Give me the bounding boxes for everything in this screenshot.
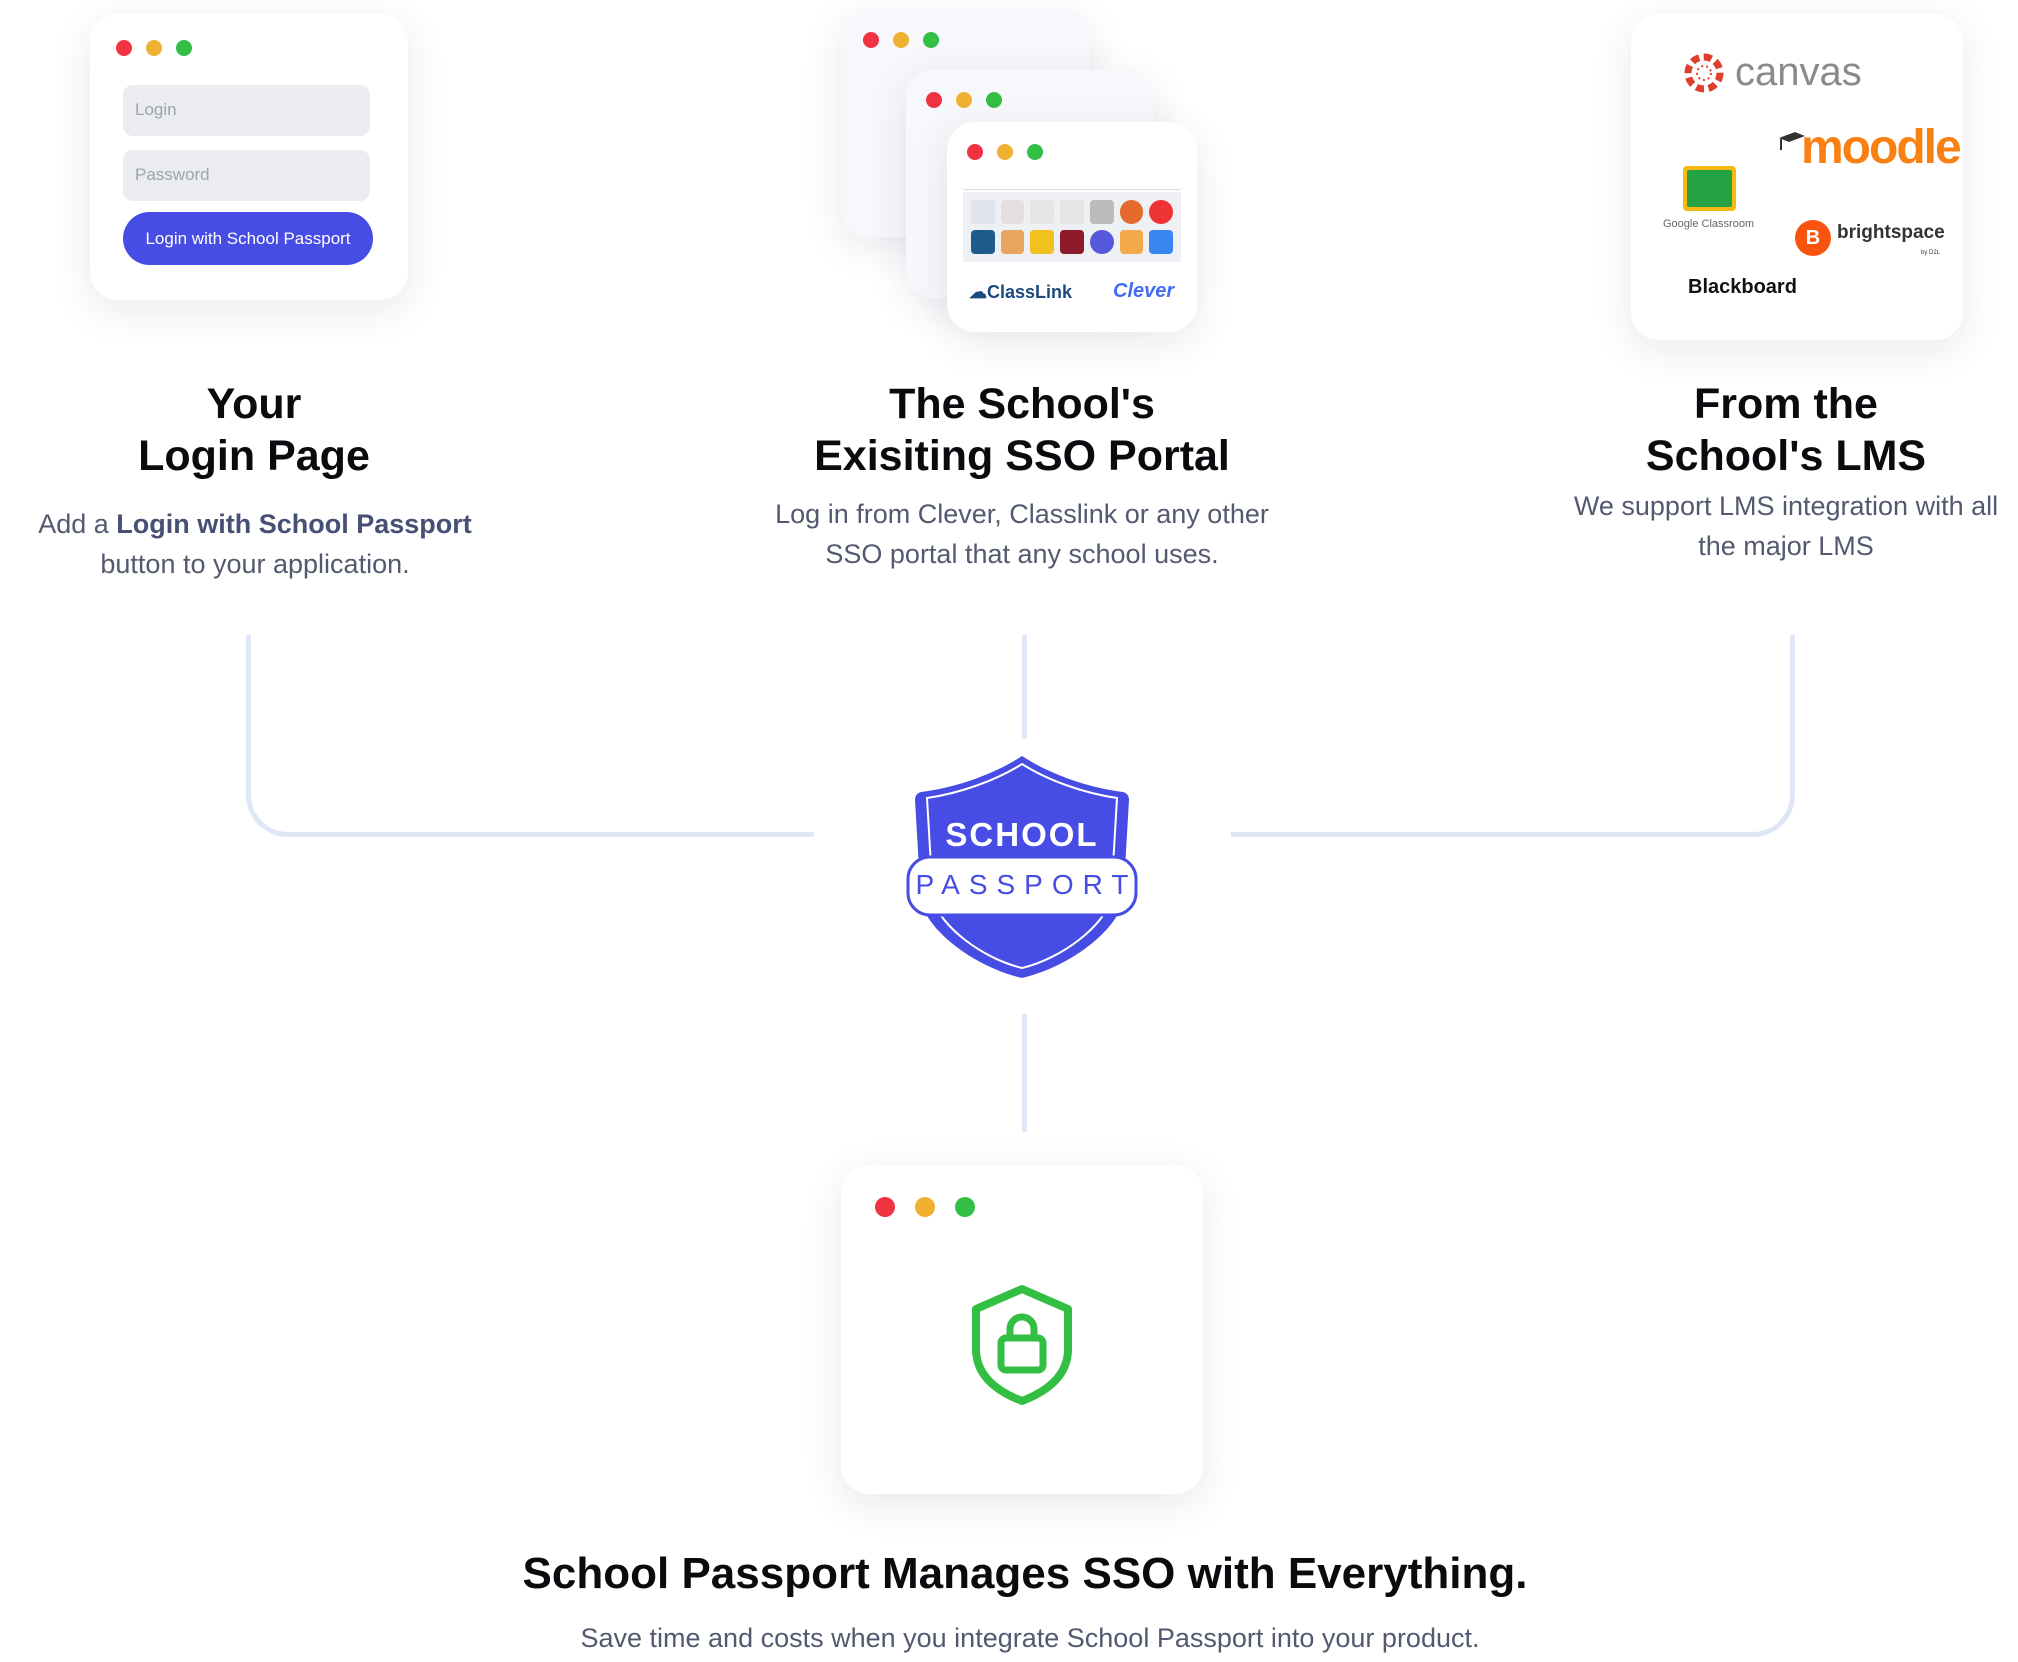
title-line: School's LMS [1645, 432, 1927, 480]
lms-card: canvas moodle Google Classroom B brights… [1631, 14, 1963, 340]
graduation-cap-icon [1779, 132, 1805, 150]
connector-right [1231, 635, 1795, 837]
classlink-logo: ☁ClassLink [969, 282, 1072, 303]
close-dot [967, 144, 983, 160]
canvas-logo: canvas [1683, 50, 1862, 95]
brightspace-text: brightspace [1837, 222, 1945, 243]
app-tile [1060, 230, 1084, 254]
connector-center-top [1022, 635, 1027, 739]
title-line: Login Page [138, 432, 370, 480]
login-with-school-passport-button[interactable]: Login with School Passport [123, 212, 373, 265]
login-page-card: Login Password Login with School Passpor… [90, 14, 408, 300]
moodle-logo: moodle [1801, 121, 1962, 174]
minimize-dot [915, 1197, 935, 1217]
portal-header [963, 174, 1181, 190]
shield-icon [906, 756, 1138, 978]
google-classroom-icon [1683, 166, 1736, 211]
desc-text: Add a [38, 509, 117, 539]
brightspace-icon: B [1795, 220, 1831, 256]
close-dot [926, 92, 942, 108]
sso-portal-window: ☁ClassLink Clever [947, 122, 1197, 332]
maximize-dot [986, 92, 1002, 108]
blackboard-logo: Blackboard [1688, 276, 1797, 298]
app-tile [971, 200, 995, 224]
app-tile [1119, 230, 1144, 254]
classlink-text: ClassLink [987, 282, 1073, 302]
close-dot [863, 32, 879, 48]
secure-app-window [841, 1165, 1203, 1494]
app-tile [1119, 200, 1144, 224]
google-classroom-text: Google Classroom [1663, 218, 1755, 230]
minimize-dot [146, 40, 162, 56]
app-tile [1000, 200, 1025, 224]
connector-center-bottom [1022, 1014, 1027, 1132]
minimize-dot [893, 32, 909, 48]
title-line: The School's [889, 380, 1155, 428]
app-tile [1089, 200, 1114, 224]
desc-bold: Login with School Passport [116, 509, 472, 539]
lock-shield-icon [972, 1285, 1072, 1405]
section-desc-login: Add a Login with School Passport button t… [0, 504, 510, 584]
app-tile [1149, 200, 1173, 224]
app-tile [1149, 230, 1173, 254]
badge-passport-text: PASSPORT [915, 869, 1138, 900]
app-tile [1089, 230, 1114, 254]
section-desc-sso: Log in from Clever, Classlink or any oth… [672, 494, 1372, 574]
canvas-text: canvas [1735, 50, 1862, 94]
maximize-dot [923, 32, 939, 48]
clever-logo: Clever [1113, 280, 1175, 302]
portal-app-grid [963, 192, 1181, 262]
desc-line: SSO portal that any school uses. [825, 539, 1219, 569]
footer-title: School Passport Manages SSO with Everyth… [522, 1549, 1528, 1598]
minimize-dot [956, 92, 972, 108]
desc-text: button to your application. [100, 549, 410, 579]
title-line: From the [1694, 380, 1878, 428]
close-dot [116, 40, 132, 56]
badge-school-text: SCHOOL [945, 816, 1099, 853]
app-tile [971, 230, 995, 254]
app-tile [1000, 230, 1025, 254]
app-tile [1060, 200, 1084, 224]
title-line: Exisiting SSO Portal [814, 432, 1230, 480]
desc-line: We support LMS integration with all [1573, 491, 1999, 521]
connector-left [246, 635, 814, 837]
section-desc-lms: We support LMS integration with all the m… [1536, 486, 2018, 566]
close-dot [875, 1197, 895, 1217]
maximize-dot [955, 1197, 975, 1217]
app-tile [1030, 230, 1055, 254]
canvas-icon [1684, 53, 1724, 92]
brightspace-sub: by D2L [1921, 250, 1941, 256]
desc-line: the major LMS [1698, 531, 1874, 561]
password-input[interactable]: Password [123, 150, 370, 201]
app-tile [1030, 200, 1055, 224]
maximize-dot [176, 40, 192, 56]
window-controls [116, 40, 192, 56]
school-passport-badge: SCHOOL PASSPORT [905, 752, 1139, 982]
desc-line: Log in from Clever, Classlink or any oth… [775, 499, 1269, 529]
title-line: Your [206, 380, 302, 428]
maximize-dot [1027, 144, 1043, 160]
minimize-dot [997, 144, 1013, 160]
cloud-icon: ☁ [969, 282, 987, 302]
login-input[interactable]: Login [123, 85, 370, 136]
footer-subtitle: Save time and costs when you integrate S… [580, 1623, 1480, 1653]
